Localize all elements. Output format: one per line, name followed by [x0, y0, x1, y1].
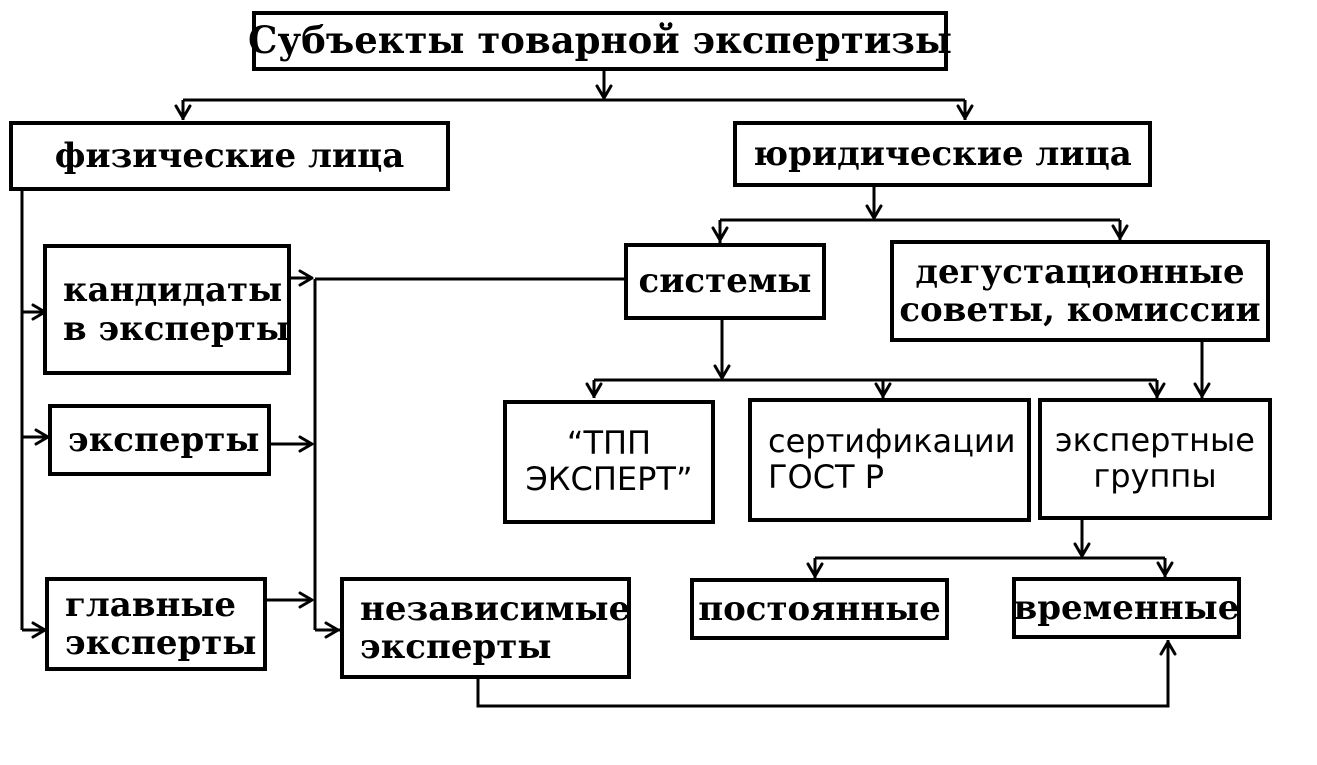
independent-experts-line-2: эксперты — [360, 627, 552, 667]
tpp-expert-line-1: “ТПП — [566, 424, 652, 463]
expert-groups-text: экспертные группы — [1055, 421, 1255, 495]
expert-groups-line-1: экспертные — [1055, 421, 1255, 460]
candidates-box: кандидаты в эксперты — [43, 244, 291, 375]
arrowhead-temporary-top — [1156, 561, 1174, 577]
title-box: Субъекты товарной экспертизы — [248, 11, 952, 71]
tasting-councils-line-1: дегустационные — [915, 251, 1245, 292]
legal-persons-box: юридические лица — [733, 121, 1152, 187]
permanent-box: постоянные — [690, 578, 949, 640]
temporary-label: временные — [1013, 587, 1240, 628]
systems-box: системы — [624, 243, 826, 320]
arrowhead-physical — [174, 104, 192, 120]
chief-experts-text: главные эксперты — [65, 586, 256, 662]
tpp-expert-line-2: ЭКСПЕРТ” — [525, 460, 693, 498]
arrowhead-councils-top — [1111, 224, 1129, 240]
arrowhead-permanent — [806, 562, 824, 578]
chief-experts-box: главные эксперты — [45, 577, 267, 671]
independent-experts-line-1: независимые — [360, 588, 631, 629]
legal-persons-label: юридические лица — [753, 133, 1132, 174]
gost-certification-line-1: сертификации — [768, 422, 1016, 461]
arrowhead-chief-trunk — [298, 591, 314, 609]
connector-independent-loop — [476, 640, 1170, 708]
arrowhead-experts-trunk — [298, 435, 314, 453]
arrowhead-title — [595, 84, 613, 100]
arrowhead-temporary-bottom — [1159, 640, 1177, 656]
arrowhead-systems-down — [713, 364, 731, 380]
tasting-councils-line-2: советы, комиссии — [899, 290, 1261, 330]
tpp-expert-text: “ТПП ЭКСПЕРТ” — [525, 424, 693, 498]
tpp-expert-box: “ТПП ЭКСПЕРТ” — [503, 400, 715, 524]
chief-experts-line-2: эксперты — [65, 623, 257, 663]
chief-experts-line-1: главные — [65, 584, 237, 625]
permanent-label: постоянные — [698, 588, 941, 629]
candidates-line-1: кандидаты — [63, 270, 283, 311]
gost-certification-box: сертификации ГОСТ Р — [748, 398, 1031, 522]
independent-experts-box: независимые эксперты — [340, 577, 631, 679]
experts-box: эксперты — [48, 404, 271, 476]
title-text: Субъекты товарной экспертизы — [248, 18, 952, 63]
physical-persons-label: физические лица — [54, 135, 405, 176]
arrowhead-legal-down — [865, 204, 883, 220]
gost-certification-line-2: ГОСТ Р — [768, 458, 885, 496]
arrowhead-groups-b — [1193, 382, 1211, 398]
tasting-councils-box: дегустационные советы, комиссии — [890, 240, 1270, 342]
experts-label: эксперты — [68, 419, 260, 460]
arrowhead-tpp — [585, 382, 603, 398]
arrowhead-gost — [874, 382, 892, 398]
arrowhead-candidates-trunk — [298, 269, 314, 287]
temporary-box: временные — [1012, 577, 1241, 639]
arrowhead-independent — [324, 621, 340, 639]
independent-experts-text: независимые эксперты — [360, 590, 630, 666]
expert-groups-line-2: группы — [1093, 457, 1217, 495]
arrowhead-groups-a — [1148, 382, 1166, 398]
systems-label: системы — [638, 261, 812, 302]
arrowhead-legal — [956, 104, 974, 120]
arrowhead-groups-down — [1073, 542, 1091, 558]
expert-groups-box: экспертные группы — [1038, 398, 1272, 520]
candidates-text: кандидаты в эксперты — [63, 271, 290, 347]
gost-certification-text: сертификации ГОСТ Р — [768, 422, 1016, 496]
arrowhead-systems-top — [711, 226, 729, 242]
tasting-councils-text: дегустационные советы, комиссии — [899, 253, 1260, 329]
candidates-line-2: в эксперты — [63, 308, 290, 349]
physical-persons-box: физические лица — [9, 121, 450, 191]
